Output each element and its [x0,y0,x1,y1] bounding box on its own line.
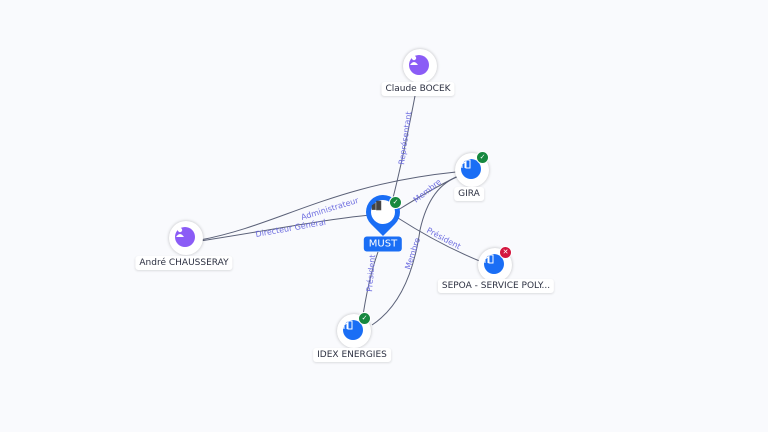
building-icon [461,159,481,179]
edge-label-membre-idex-gira: Membre [403,237,422,271]
edge-idex-gira [371,175,461,326]
node-label[interactable]: SEPOA - SERVICE POLY... [437,279,555,293]
edge-label-administrateur: Administrateur [300,196,360,222]
active-check-icon: ✓ [476,151,489,164]
edge-label-directeur: Directeur Général [255,217,327,239]
active-check-icon: ✓ [389,196,402,209]
building-icon [343,320,363,340]
node-gira[interactable]: ✓ [455,151,489,187]
closed-x-icon: ✕ [499,246,512,259]
edge-label-president-must-sepoa: Président [425,225,463,251]
edge-label-president-idex-must: Président [364,254,377,292]
person-icon [409,55,429,75]
node-label[interactable]: André CHAUSSERAY [135,256,233,270]
node-andre-chausseray[interactable] [169,221,203,255]
node-claude-bocek[interactable] [403,49,437,83]
edge-must-sepoa [397,217,483,263]
node-label[interactable]: GIRA [454,187,484,201]
building-icon [484,254,504,274]
node-idex-energies[interactable]: ✓ [337,312,371,348]
node-label[interactable]: Claude BOCEK [381,82,455,96]
node-sepoa[interactable]: ✕ [478,246,512,282]
edge-label-representant: Représentant [396,111,413,166]
node-must[interactable]: ✓ [358,187,408,237]
person-icon [175,227,195,247]
edge-label-membre-must-gira: Membre [412,177,443,204]
edge-andre-must [199,214,371,242]
node-label-must[interactable]: MUST [363,236,403,252]
edge-andre-gira [199,171,457,241]
node-label[interactable]: IDEX ENERGIES [313,348,391,362]
active-check-icon: ✓ [358,312,371,325]
